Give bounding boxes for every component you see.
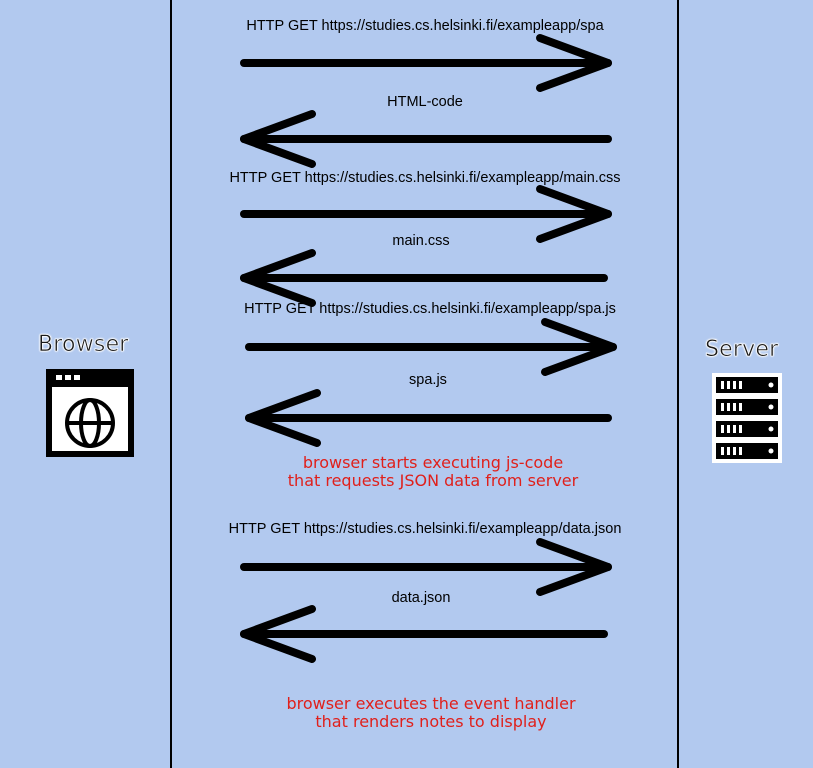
browser-label: Browser	[38, 332, 129, 358]
arrow-right	[245, 318, 617, 376]
arrow-right	[240, 34, 612, 92]
message-label: HTTP GET https://studies.cs.helsinki.fi/…	[244, 301, 616, 317]
browser-lifeline	[170, 0, 172, 768]
arrow-right	[240, 538, 612, 596]
arrow-left	[240, 605, 608, 663]
note-js-execution: browser starts executing js-code that re…	[288, 454, 578, 490]
message-label: HTML-code	[387, 94, 463, 110]
arrow-right	[240, 185, 612, 243]
browser-window-globe-icon	[46, 369, 134, 457]
note-event-handler: browser executes the event handler that …	[286, 695, 575, 731]
note-line: that renders notes to display	[315, 712, 547, 731]
note-line: that requests JSON data from server	[287, 471, 579, 490]
server-lifeline	[677, 0, 679, 768]
message-label: HTTP GET https://studies.cs.helsinki.fi/…	[229, 170, 621, 186]
server-rack-icon	[712, 373, 782, 463]
server-label: Server	[705, 337, 779, 363]
arrow-left	[240, 110, 612, 168]
message-label: HTTP GET https://studies.cs.helsinki.fi/…	[228, 521, 622, 537]
note-line: browser starts executing js-code	[302, 453, 564, 472]
message-label: spa.js	[409, 372, 447, 388]
arrow-left	[240, 249, 608, 307]
message-label: main.css	[392, 233, 450, 249]
note-line: browser executes the event handler	[286, 694, 576, 713]
message-label: HTTP GET https://studies.cs.helsinki.fi/…	[246, 18, 604, 34]
message-label: data.json	[391, 590, 451, 606]
arrow-left	[245, 389, 612, 447]
